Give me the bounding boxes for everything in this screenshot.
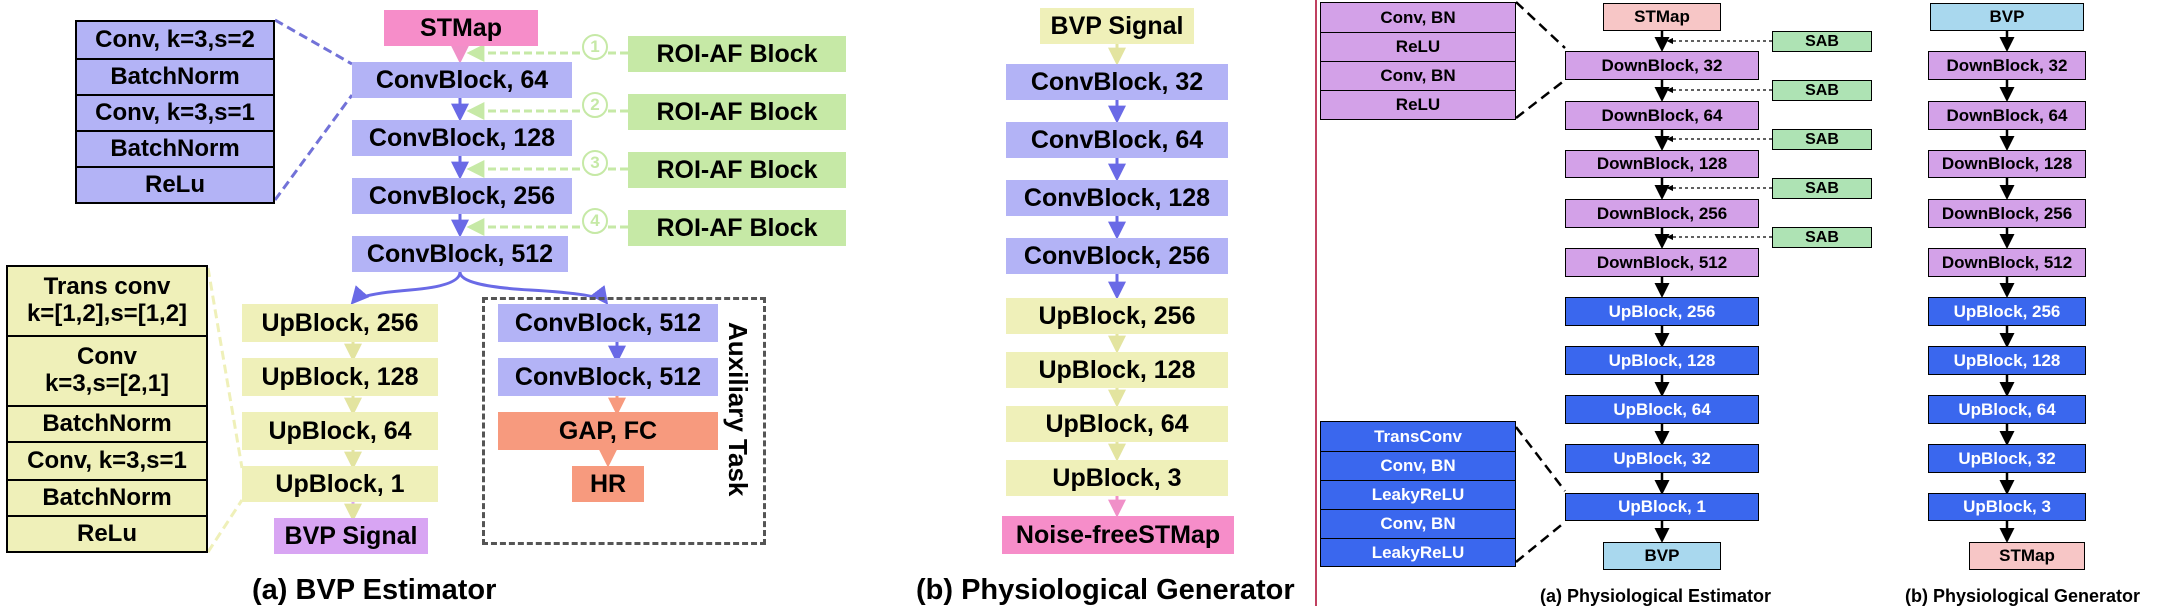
c-up-detail-row: Conv, BN	[1321, 451, 1515, 480]
c-downblock-512: DownBlock, 512	[1565, 248, 1759, 277]
a-roi-number-1: 1	[582, 34, 608, 60]
a-caption: (a) BVP Estimator	[252, 574, 497, 606]
a-conv-detail-stack: Conv, k=3,s=2 BatchNorm Conv, k=3,s=1 Ba…	[75, 20, 275, 204]
c-down-detail-row: Conv, BN	[1321, 61, 1515, 90]
a-aux-convblock-512-1: ConvBlock, 512	[498, 304, 718, 342]
a-convblock-512: ConvBlock, 512	[352, 236, 568, 272]
c-downblock-128: DownBlock, 128	[1565, 150, 1759, 178]
a-upblock-1: UpBlock, 1	[242, 466, 438, 502]
a-roi-af-block-3: ROI-AF Block	[628, 152, 846, 188]
d-upblock-3: UpBlock, 3	[1928, 493, 2086, 521]
panel-c-sab-links	[1666, 37, 1772, 241]
b-convblock-128: ConvBlock, 128	[1006, 180, 1228, 216]
c-up-detail-row: LeakyReLU	[1321, 480, 1515, 509]
c-downblock-64: DownBlock, 64	[1565, 101, 1759, 130]
c-upblock-32: UpBlock, 32	[1565, 444, 1759, 473]
d-upblock-256: UpBlock, 256	[1928, 297, 2086, 326]
c-sab-4: SAB	[1772, 178, 1872, 199]
c-upblock-256: UpBlock, 256	[1565, 297, 1759, 326]
c-down-detail-stack: Conv, BN ReLU Conv, BN ReLU	[1320, 2, 1516, 120]
a-roi-number-3: 3	[582, 150, 608, 176]
a-convblock-256: ConvBlock, 256	[352, 178, 572, 214]
a-bvp-signal-output: BVP Signal	[274, 518, 428, 554]
d-stmap-output: STMap	[1969, 542, 2085, 570]
c-up-detail-stack: TransConv Conv, BN LeakyReLU Conv, BN Le…	[1320, 421, 1516, 567]
b-upblock-256: UpBlock, 256	[1006, 298, 1228, 334]
a-up-detail-row: BatchNorm	[8, 479, 206, 515]
panel-c-detail-links	[1515, 1, 1566, 563]
a-auxiliary-task-box	[482, 297, 766, 545]
a-conv-detail-row: Conv, k=3,s=2	[95, 25, 255, 53]
c-sab-3: SAB	[1772, 129, 1872, 150]
d-downblock-32: DownBlock, 32	[1928, 51, 2086, 80]
a-conv-detail-row: BatchNorm	[77, 130, 273, 166]
c-sab-1: SAB	[1772, 31, 1872, 52]
b-upblock-128: UpBlock, 128	[1006, 352, 1228, 388]
a-roi-af-block-2: ROI-AF Block	[628, 94, 846, 130]
panel-a-conv-detail-links	[273, 18, 354, 201]
d-bvp-input: BVP	[1930, 3, 2084, 31]
b-caption: (b) Physiological Generator	[916, 574, 1295, 606]
a-roi-af-block-4: ROI-AF Block	[628, 210, 846, 246]
a-up-detail-row: ReLu	[8, 515, 206, 551]
a-upblock-64: UpBlock, 64	[242, 412, 438, 450]
panel-a-up-detail-links	[206, 267, 244, 553]
a-auxiliary-task-label: Auxiliary Task	[723, 322, 753, 497]
a-aux-hr: HR	[572, 466, 644, 502]
c-down-detail-row: ReLU	[1321, 32, 1515, 61]
b-upblock-64: UpBlock, 64	[1006, 406, 1228, 442]
a-up-detail-row: Trans conv k=[1,2],s=[1,2]	[26, 273, 188, 327]
d-downblock-64: DownBlock, 64	[1928, 101, 2086, 130]
a-conv-detail-row: ReLu	[77, 166, 273, 202]
d-upblock-128: UpBlock, 128	[1928, 346, 2086, 375]
a-upblock-128: UpBlock, 128	[242, 358, 438, 396]
c-upblock-128: UpBlock, 128	[1565, 346, 1759, 375]
a-stmap-input: STMap	[384, 10, 538, 46]
a-roi-af-block-1: ROI-AF Block	[628, 36, 846, 72]
d-caption: (b) Physiological Generator	[1905, 586, 2141, 606]
c-down-detail-row: Conv, BN	[1380, 7, 1456, 27]
a-conv-detail-row: Conv, k=3,s=1	[77, 94, 273, 130]
a-convblock-128: ConvBlock, 128	[352, 120, 572, 156]
a-up-detail-row: BatchNorm	[8, 405, 206, 441]
a-up-detail-row: Conv k=3,s=[2,1]	[8, 335, 206, 405]
d-upblock-64: UpBlock, 64	[1928, 395, 2086, 424]
b-convblock-64: ConvBlock, 64	[1006, 122, 1228, 158]
d-downblock-256: DownBlock, 256	[1928, 199, 2086, 228]
d-downblock-128: DownBlock, 128	[1928, 150, 2086, 178]
c-downblock-32: DownBlock, 32	[1565, 51, 1759, 80]
b-upblock-3: UpBlock, 3	[1006, 460, 1228, 496]
b-convblock-256: ConvBlock, 256	[1006, 238, 1228, 274]
c-down-detail-row: ReLU	[1321, 90, 1515, 119]
b-noise-free-stmap-output: Noise-freeSTMap	[1002, 516, 1234, 554]
a-convblock-64: ConvBlock, 64	[352, 62, 572, 98]
a-roi-number-2: 2	[582, 92, 608, 118]
d-downblock-512: DownBlock, 512	[1928, 248, 2086, 277]
c-downblock-256: DownBlock, 256	[1565, 199, 1759, 228]
a-roi-number-4: 4	[582, 208, 608, 234]
c-caption: (a) Physiological Estimator	[1540, 586, 1772, 606]
c-upblock-64: UpBlock, 64	[1565, 395, 1759, 424]
c-sab-5: SAB	[1772, 227, 1872, 248]
c-up-detail-row: TransConv	[1374, 426, 1462, 446]
a-aux-convblock-512-2: ConvBlock, 512	[498, 358, 718, 396]
c-sab-2: SAB	[1772, 80, 1872, 101]
a-aux-gap-fc: GAP, FC	[498, 412, 718, 450]
c-up-detail-row: LeakyReLU	[1321, 538, 1515, 566]
panel-a-aux-arrows	[599, 342, 626, 468]
c-stmap-input: STMap	[1603, 3, 1721, 31]
b-bvp-signal-input: BVP Signal	[1040, 8, 1194, 44]
a-up-detail-row: Conv, k=3,s=1	[8, 441, 206, 479]
a-upblock-256: UpBlock, 256	[242, 304, 438, 342]
c-bvp-output: BVP	[1603, 542, 1721, 570]
c-upblock-1: UpBlock, 1	[1565, 493, 1759, 521]
a-conv-detail-row: BatchNorm	[77, 58, 273, 94]
a-up-detail-stack: Trans conv k=[1,2],s=[1,2] Conv k=3,s=[2…	[6, 265, 208, 553]
c-up-detail-row: Conv, BN	[1321, 509, 1515, 538]
d-upblock-32: UpBlock, 32	[1928, 444, 2086, 473]
b-convblock-32: ConvBlock, 32	[1006, 64, 1228, 100]
